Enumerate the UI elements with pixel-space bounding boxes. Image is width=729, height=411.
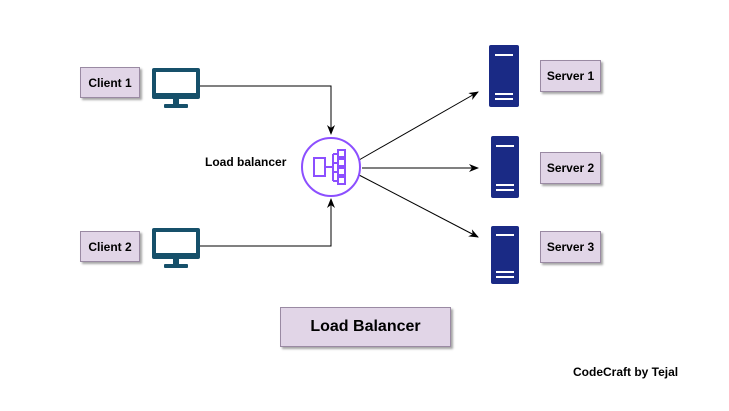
- server-icon: [491, 136, 519, 198]
- edge-lb-to-server3: [358, 174, 479, 238]
- monitor-icon: [152, 68, 200, 108]
- credit-text: CodeCraft by Tejal: [573, 365, 679, 379]
- load-balancer-label: Load balancer: [205, 155, 287, 169]
- load-balancer-icon: [301, 137, 361, 197]
- client-2-box: Client 2: [80, 231, 140, 262]
- edge-client1-to-lb: [200, 85, 335, 135]
- page-title: Load Balancer: [310, 318, 421, 335]
- server-3-box: Server 3: [540, 231, 601, 263]
- server-2-box: Server 2: [540, 152, 601, 184]
- server-icon: [489, 45, 519, 107]
- server-1-box: Server 1: [540, 60, 601, 92]
- title-box: Load Balancer: [280, 307, 451, 347]
- server-1-label: Server 1: [546, 69, 595, 83]
- client-1-box: Client 1: [80, 67, 140, 98]
- server-icon: [491, 226, 519, 284]
- client-2-label: Client 2: [88, 239, 132, 254]
- server-3-label: Server 3: [546, 240, 595, 254]
- edge-client2-to-lb: [200, 198, 335, 247]
- server-2-label: Server 2: [546, 161, 595, 175]
- monitor-icon: [152, 228, 200, 268]
- client-1-label: Client 1: [88, 75, 132, 90]
- edge-lb-to-server1: [358, 91, 479, 161]
